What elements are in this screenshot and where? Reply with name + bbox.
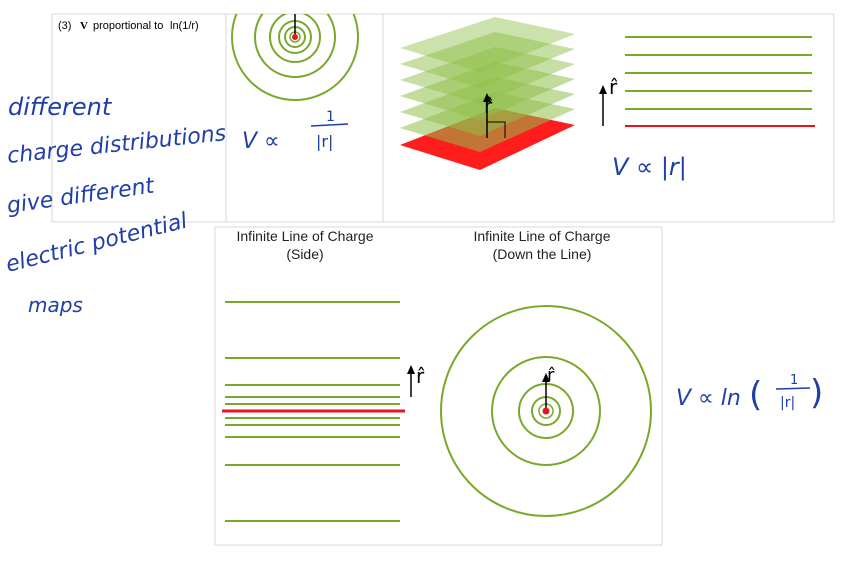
point-charge [292,34,298,40]
header-expr: ln(1/r) [170,20,199,32]
arrow-head [599,85,607,94]
line-charge-end-view: r̂ [440,305,652,517]
point-relation: V ∝ 1 |r| [242,109,349,154]
left-title-line-2: (Side) [286,246,323,262]
r-hat-label: r̂ [609,75,618,99]
plane-stack-diagram: r̂ [400,17,575,170]
point-charge-diagram [231,14,359,101]
equipotential-circle [440,305,652,517]
close-paren: ) [810,373,823,413]
line-charge-side-view: r̂ [222,301,425,522]
line-charge-point [542,407,550,415]
header: (3) V proportional to ln(1/r) [58,20,199,32]
equipotential-plane [400,17,575,72]
annotation-line-1: different [8,93,113,121]
annotation-line-5: maps [28,293,83,317]
open-paren: ( [749,375,762,415]
point-relation-denominator: |r| [316,132,333,151]
right-angle-mark [487,121,506,138]
equipotential-circle [231,14,359,101]
equipotential-circle [269,14,321,63]
header-label: (3) [58,20,71,32]
line-relation: V ∝ ln ( 1 |r| ) [676,373,823,415]
header-symbol: V [80,20,88,32]
arrow-head [542,373,550,382]
plane-side-diagram: r̂ [599,36,815,127]
equipotential-plane [400,32,575,88]
r-hat-label: r̂ [547,365,555,386]
header-middle: proportional to [93,20,163,32]
line-relation-numerator: 1 [790,373,798,388]
left-title-line-1: Infinite Line of Charge [237,228,374,244]
line-relation-prefix: V ∝ ln [676,386,741,411]
point-relation-numerator: 1 [326,109,335,125]
right-title-line-2: (Down the Line) [493,246,592,262]
fraction-bar [775,387,811,390]
point-relation-prefix: V ∝ [242,129,280,154]
equipotential-circle [254,14,336,78]
equipotential-circle [491,356,601,466]
lower-panel: Infinite Line of Charge (Side) Infinite … [214,226,663,546]
fraction-bar [310,123,349,127]
line-relation-denominator: |r| [780,395,795,411]
arrow-head [483,93,491,102]
r-hat-label: r̂ [416,364,425,388]
right-title-line-1: Infinite Line of Charge [474,228,611,244]
plane-relation: V ∝ |r| [612,153,687,181]
arrow-head [407,365,415,374]
r-hat-label: r̂ [484,94,493,118]
